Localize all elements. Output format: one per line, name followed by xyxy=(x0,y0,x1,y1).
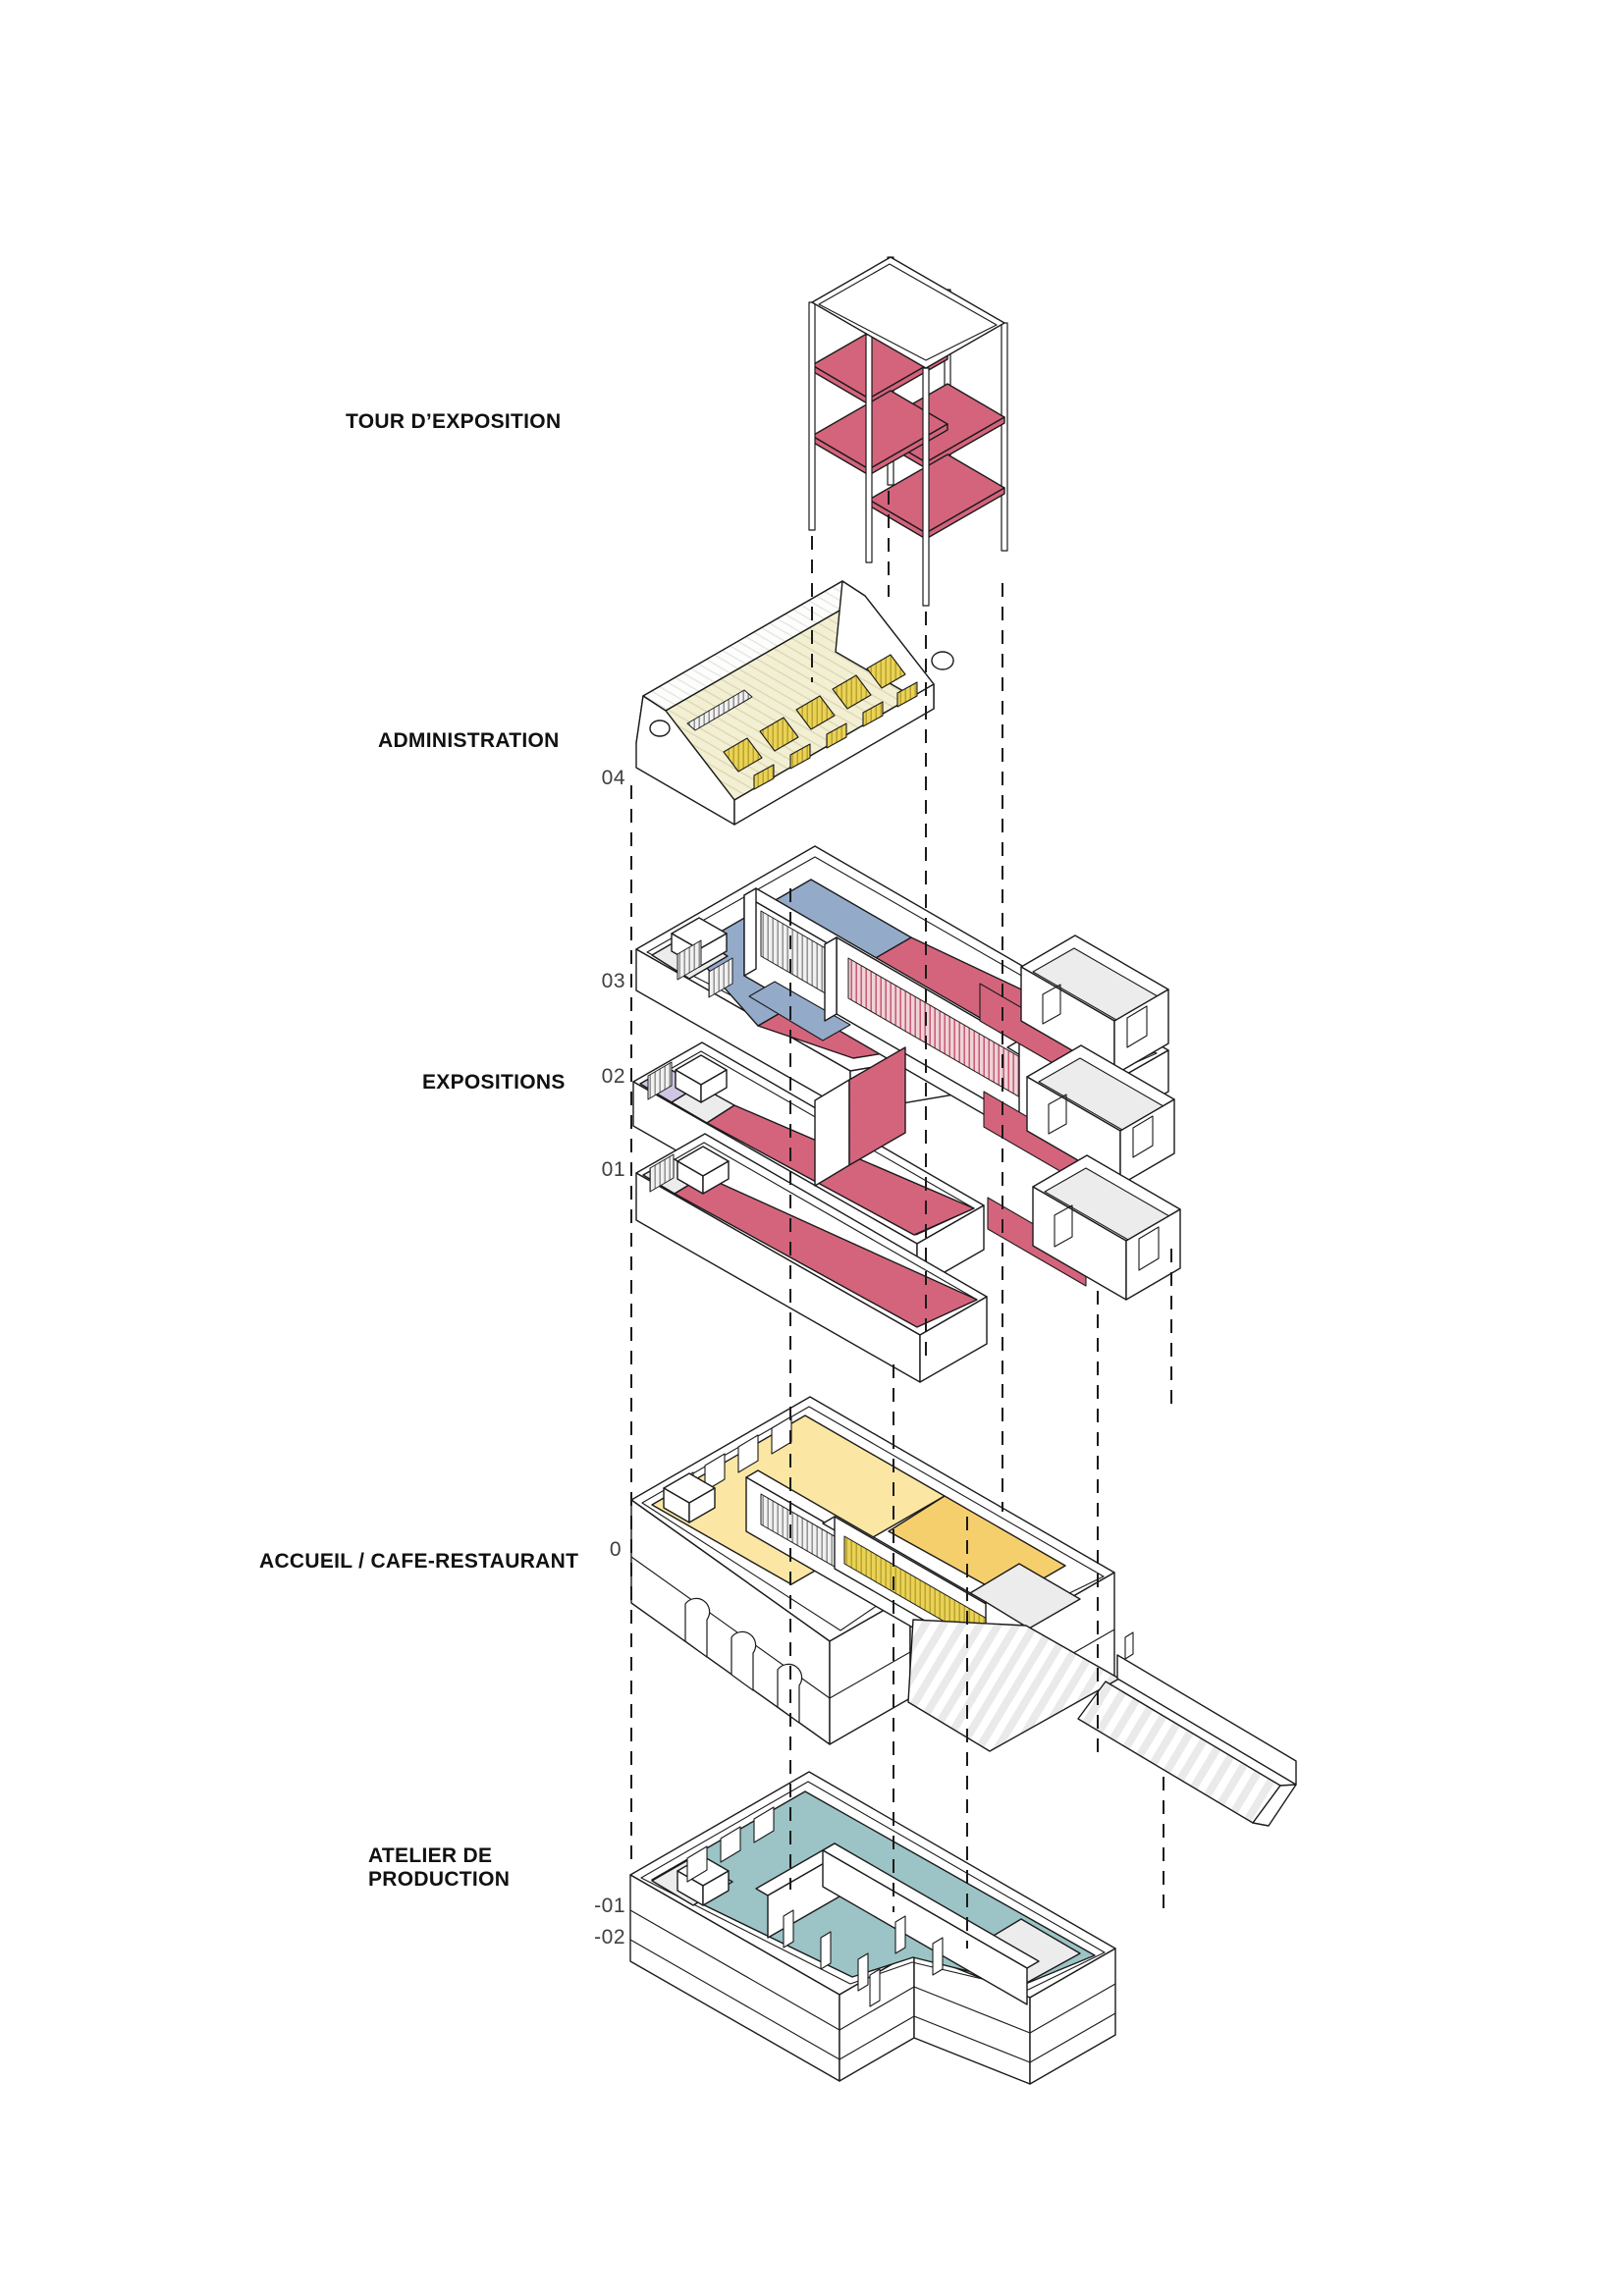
tower-red-decks xyxy=(811,319,1005,540)
label-expositions: EXPOSITIONS xyxy=(422,1071,566,1094)
atelier-level xyxy=(629,1771,1116,2085)
projection-dashed-lines xyxy=(630,491,1172,1949)
expo-02-red-wall xyxy=(848,1046,906,1166)
administration-roof xyxy=(635,580,954,826)
label-tour-exposition: TOUR D’EXPOSITION xyxy=(346,410,562,433)
expo-annex-box-03 xyxy=(1020,934,1169,1076)
level-marker-04: 04 xyxy=(601,767,625,789)
expo-annex-box-02 xyxy=(1026,1044,1175,1186)
roof-dormer-west xyxy=(649,720,671,737)
level-marker-m01: -01 xyxy=(594,1895,625,1917)
accueil-inner-u-walls xyxy=(745,1469,1040,1687)
label-administration: ADMINISTRATION xyxy=(378,729,560,752)
expositions-level-02 xyxy=(632,1041,985,1289)
level-marker-02: 02 xyxy=(601,1065,625,1088)
atelier-columns xyxy=(783,1909,944,2007)
label-atelier-line1: ATELIER DE xyxy=(368,1844,493,1867)
label-atelier: ATELIER DE PRODUCTION xyxy=(368,1844,510,1892)
tour-exposition-tower xyxy=(808,256,1008,607)
level-marker-03: 03 xyxy=(601,970,625,992)
entrance-terrace xyxy=(907,1619,1120,1752)
level-marker-m02: -02 xyxy=(594,1926,625,1949)
expo-annex-box-01 xyxy=(1032,1154,1181,1301)
expositions-level-01 xyxy=(635,1133,988,1383)
accueil-level-0 xyxy=(630,1396,1297,1827)
administration-facade-windows xyxy=(753,681,918,790)
label-accueil: ACCUEIL / CAFE-RESTAURANT xyxy=(259,1550,579,1573)
atelier-inner-u-walls xyxy=(755,1842,1040,2005)
accueil-arched-doorways xyxy=(684,1597,803,1724)
level-marker-01: 01 xyxy=(601,1158,625,1181)
label-atelier-line2: PRODUCTION xyxy=(368,1868,511,1891)
level-marker-0: 0 xyxy=(609,1538,622,1561)
roof-dormer-east xyxy=(931,651,954,670)
administration-roof-skylights xyxy=(723,654,906,773)
